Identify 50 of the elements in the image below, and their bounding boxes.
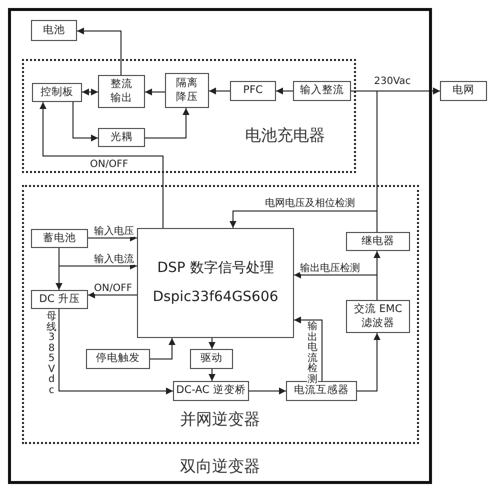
- block-box: 蓄电池: [31, 229, 88, 248]
- block-box: PFC: [230, 81, 276, 101]
- arrow: [76, 28, 122, 76]
- arrow: [58, 308, 174, 394]
- group-title: 双向逆变器: [180, 456, 260, 478]
- edge-label: 230Vac: [374, 76, 411, 87]
- arrow: [208, 88, 230, 94]
- block-box: 隔离降压: [165, 73, 209, 108]
- processor-box: DSP 数字信号处理 Dspic33f64GS606: [137, 228, 294, 338]
- edge-label: 输出电流检测: [307, 322, 318, 385]
- arrow: [150, 338, 176, 360]
- block-box: 整流输出: [98, 75, 145, 108]
- arrow: [40, 102, 164, 228]
- group-frame: [22, 59, 356, 173]
- arrow: [356, 332, 380, 392]
- block-box: 输入整流: [293, 81, 351, 101]
- arrow: [230, 210, 378, 232]
- arrow: [144, 108, 190, 138]
- arrow: [144, 88, 166, 96]
- block-box: 电网: [440, 81, 487, 101]
- block-box: 停电触发: [86, 349, 150, 369]
- arrow: [248, 388, 286, 394]
- block-box: 交流 EMC 滤波器: [346, 300, 410, 333]
- edge-label: 输入电压: [94, 226, 134, 237]
- arrow: [82, 88, 98, 96]
- system-frame: [8, 8, 432, 484]
- edge-label: 电网电压及相位检测: [265, 198, 355, 209]
- edge-label: ON/OFF: [90, 159, 128, 170]
- edge-label: 输入电流: [94, 254, 134, 265]
- block-box: DC-AC 逆变桥: [173, 381, 249, 401]
- block-box: 控制板: [32, 83, 82, 102]
- edge-label: 母线 385Vdc: [46, 312, 57, 396]
- arrow: [88, 292, 138, 298]
- group-frame: [22, 185, 419, 444]
- group-title: 电池充电器: [245, 126, 325, 146]
- arrow: [72, 102, 98, 142]
- group-title: 并网逆变器: [180, 410, 260, 430]
- edge-label: 输出电压检测: [300, 263, 360, 274]
- block-box: 光耦: [98, 128, 145, 147]
- arrow: [208, 368, 216, 382]
- arrow: [56, 248, 62, 290]
- arrow: [208, 338, 216, 350]
- arrow: [276, 88, 294, 94]
- block-box: 继电器: [346, 232, 410, 251]
- block-box: DC 升压: [31, 290, 88, 309]
- block-box: 驱动: [190, 349, 233, 369]
- edge-label: ON/OFF: [94, 283, 132, 294]
- arrow: [294, 316, 322, 382]
- block-box: 电池: [31, 20, 77, 41]
- arrow: [88, 234, 138, 242]
